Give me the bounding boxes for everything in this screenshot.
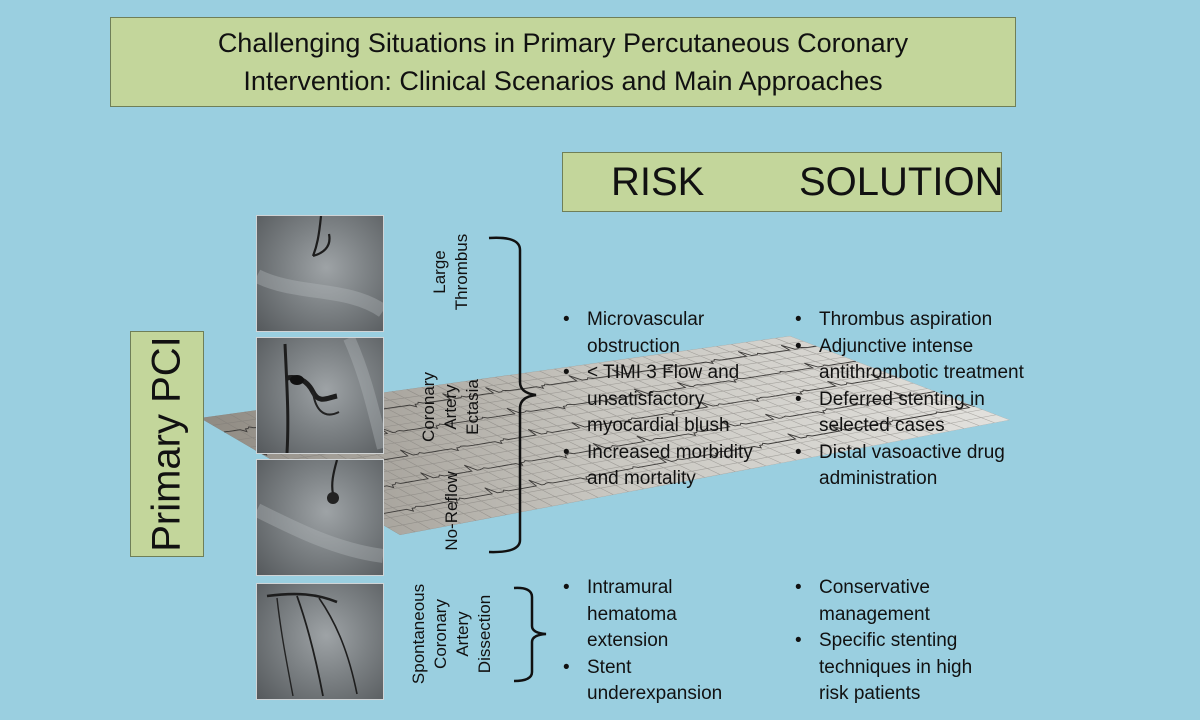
- primary-pci-label: Primary PCI: [144, 336, 189, 552]
- primary-pci-box: Primary PCI: [130, 331, 204, 557]
- angiogram-scad: [256, 583, 384, 700]
- title-box: Challenging Situations in Primary Percut…: [110, 17, 1016, 107]
- risk-item: Increased morbidity and mortality: [559, 440, 774, 493]
- scenario-large-thrombus: Large Thrombus: [430, 233, 471, 311]
- solution-header: SOLUTION: [799, 160, 1004, 204]
- scenario-scad: Spontaneous Coronary Artery Dissection: [409, 583, 494, 685]
- solution-item: Thrombus aspiration: [791, 307, 1051, 334]
- risk-item: Intramural hematoma extension: [559, 575, 734, 655]
- angiogram-large-thrombus: [256, 215, 384, 332]
- title-line-2: Intervention: Clinical Scenarios and Mai…: [243, 66, 883, 96]
- angiogram-no-reflow: [256, 459, 384, 576]
- title-line-1: Challenging Situations in Primary Percut…: [217, 28, 909, 58]
- angiogram-coronary-artery-ectasia: [256, 337, 384, 454]
- group-1-solution-list: Thrombus aspirationAdjunctive intense an…: [791, 307, 1051, 493]
- group-2-risk-list: Intramural hematoma extensionStent under…: [559, 575, 734, 708]
- risk-item: Microvascular obstruction: [559, 307, 774, 360]
- solution-item: Specific stenting techniques in high ris…: [791, 628, 1001, 708]
- scenario-coronary-artery-ectasia: Coronary Artery Ectasia: [419, 372, 482, 442]
- risk-header: RISK: [611, 160, 705, 204]
- group-1-risk-list: Microvascular obstruction< TIMI 3 Flow a…: [559, 307, 774, 493]
- risk-solution-header: RISK SOLUTION: [562, 152, 1004, 212]
- solution-item: Distal vasoactive drug administration: [791, 440, 1051, 493]
- group-2-solution-list: Conservative managementSpecific stenting…: [791, 575, 1001, 708]
- solution-item: Deferred stenting in selected cases: [791, 387, 1051, 440]
- risk-item: Stent underexpansion: [559, 655, 734, 708]
- solution-item: Conservative management: [791, 575, 1001, 628]
- solution-item: Adjunctive intense antithrombotic treatm…: [791, 334, 1051, 387]
- risk-item: < TIMI 3 Flow and unsatisfactory myocard…: [559, 360, 774, 440]
- scenario-no-reflow: No-Reflow: [442, 471, 461, 551]
